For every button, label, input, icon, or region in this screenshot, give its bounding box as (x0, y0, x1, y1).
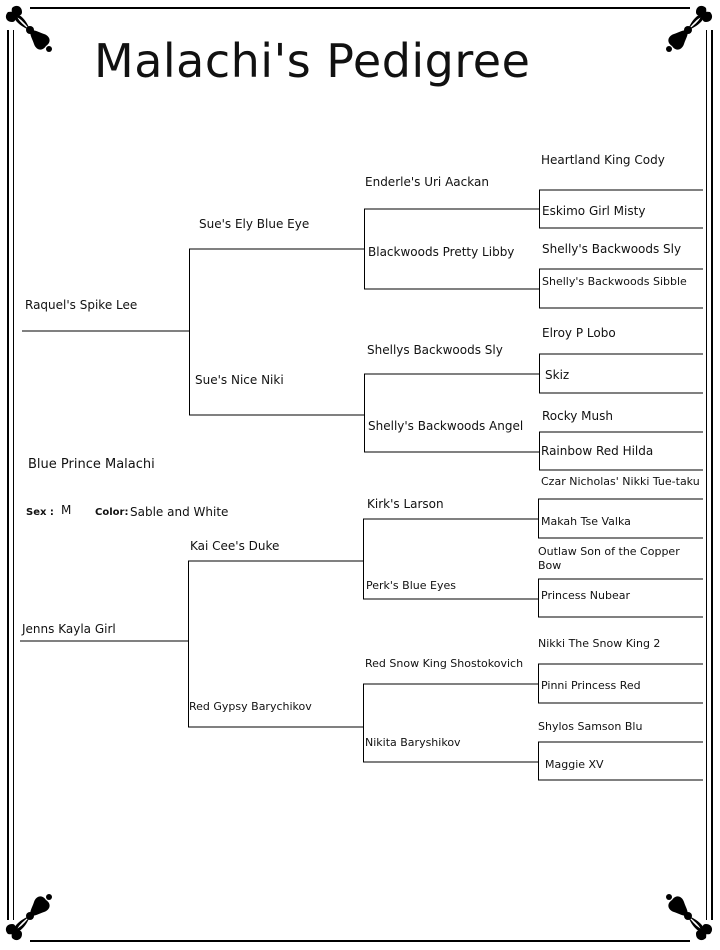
dsd-name: Skiz (545, 368, 570, 382)
sds-name: Shelly's Backwoods Sly (542, 242, 682, 256)
ss-sire-name: Enderle's Uri Aackan (365, 175, 489, 189)
dssd-name: Makah Tse Valka (541, 515, 631, 528)
ss-dam-name: Blackwoods Pretty Libby (368, 245, 515, 259)
border-top (30, 7, 690, 9)
ds-dam-name: Perk's Blue Eyes (366, 579, 456, 592)
dsds-name: Outlaw Son of the Copper Bow (538, 545, 680, 572)
dds-name: Rocky Mush (542, 409, 613, 423)
sd-sire-name: Shellys Backwoods Sly (367, 343, 503, 357)
border-bottom (30, 940, 690, 942)
sex-value: M (61, 503, 72, 517)
ds-sire-name: Kirk's Larson (367, 497, 444, 511)
border-right-outer (711, 30, 713, 920)
dd-sire-name: Red Snow King Shostokovich (365, 657, 524, 670)
subject-name: Blue Prince Malachi (28, 457, 155, 472)
dam-dam-name: Red Gypsy Barychikov (189, 700, 312, 713)
border-left-inner (13, 30, 14, 920)
dsss-name: Czar Nicholas' Nikki Tue-taku (541, 475, 700, 488)
dsdd-name: Princess Nubear (541, 589, 630, 602)
border-right-inner (706, 30, 707, 920)
color-value: Sable and White (130, 505, 229, 519)
dddd-name: Maggie XV (545, 758, 604, 771)
sire-sire-name: Sue's Ely Blue Eye (199, 217, 310, 231)
sire-name: Raquel's Spike Lee (25, 298, 138, 312)
ddd-name: Rainbow Red Hilda (541, 444, 654, 458)
color-label: Color: (95, 507, 129, 518)
dam-name: Jenns Kayla Girl (22, 622, 116, 636)
sire-dam-name: Sue's Nice Niki (195, 373, 284, 387)
ddss-name: Nikki The Snow King 2 (538, 637, 661, 650)
sex-label: Sex : (26, 507, 54, 518)
ssd-name: Eskimo Girl Misty (542, 204, 646, 218)
dss-name: Elroy P Lobo (542, 326, 616, 340)
ddsd-name: Pinni Princess Red (541, 679, 641, 692)
sss-name: Heartland King Cody (541, 153, 665, 167)
page-title: Malachi's Pedigree (94, 34, 531, 88)
dd-dam-name: Nikita Baryshikov (365, 736, 461, 749)
border-left-outer (7, 30, 9, 920)
ddds-name: Shylos Samson Blu (538, 720, 643, 733)
dam-sire-name: Kai Cee's Duke (190, 539, 280, 553)
sd-dam-name: Shelly's Backwoods Angel (368, 419, 524, 433)
sdd-name: Shelly's Backwoods Sibble (542, 275, 687, 288)
